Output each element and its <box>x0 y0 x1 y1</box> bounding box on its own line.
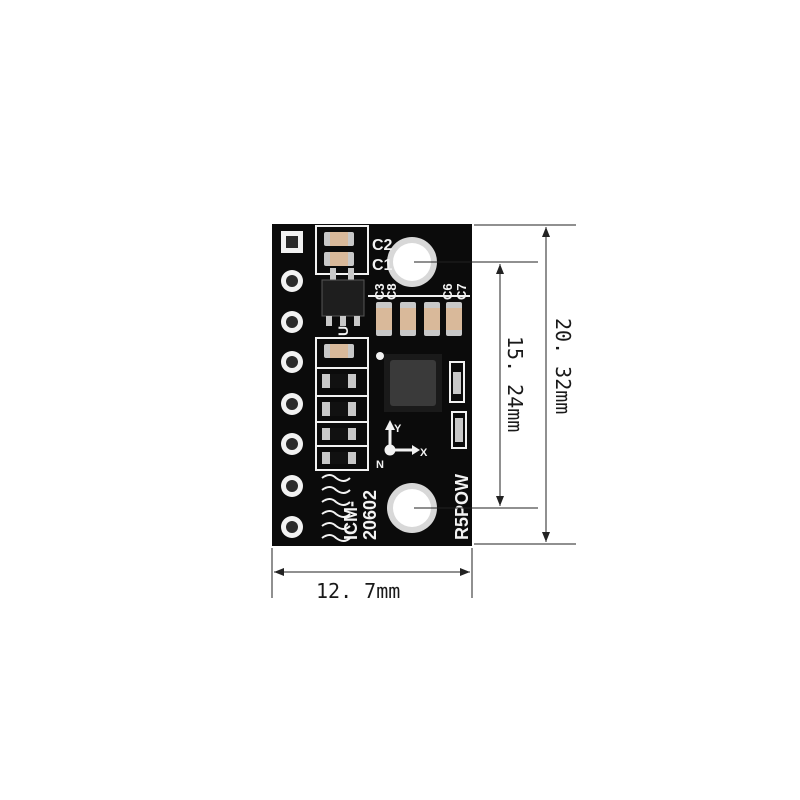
regulator-label: U <box>335 326 351 336</box>
axis-label-y: Y <box>394 423 402 435</box>
pin-hole <box>286 275 298 287</box>
mounting-holes <box>387 237 437 533</box>
silkscreen-outlines <box>315 225 470 471</box>
height-dimension-label: 20. 32mm <box>551 318 575 414</box>
chip-label-line1: ICM- <box>341 501 361 540</box>
pin-hole <box>286 356 298 368</box>
chip-body <box>390 360 436 406</box>
dimension-lines <box>271 224 576 598</box>
capacitor-row <box>376 302 462 336</box>
resistor-column <box>322 344 356 464</box>
hole-spacing-dimension-label: 15. 24mm <box>503 336 527 432</box>
pcb-board: X Y N C2 C1 C3 C8 C6 C7 U ICM- 20602 R5P… <box>272 224 472 546</box>
axis-label-z: N <box>376 459 384 471</box>
cap-label-c8: C8 <box>384 283 399 300</box>
cap-label-c2: C2 <box>372 237 393 254</box>
width-dimension-label: 12. 7mm <box>316 579 400 603</box>
pin-header <box>281 231 303 538</box>
power-led <box>449 361 467 449</box>
pin-hole <box>286 438 298 450</box>
pin-silk-marks <box>321 474 351 542</box>
cap-label-c6: C6 <box>440 283 455 300</box>
pin-hole <box>286 398 298 410</box>
pin-hole <box>286 480 298 492</box>
imu-chip <box>376 352 442 412</box>
cap-label-c1: C1 <box>372 257 393 274</box>
cap-label-c7: C7 <box>454 283 469 300</box>
cap-label-c3: C3 <box>372 283 387 300</box>
capacitor-top <box>324 232 354 266</box>
pin-hole <box>286 521 298 533</box>
regulator <box>321 268 365 326</box>
pin-hole <box>286 316 298 328</box>
chip-label-line2: 20602 <box>360 490 380 540</box>
power-label: R5POW <box>452 474 472 540</box>
axis-label-x: X <box>420 447 428 459</box>
axis-indicator <box>384 420 420 456</box>
